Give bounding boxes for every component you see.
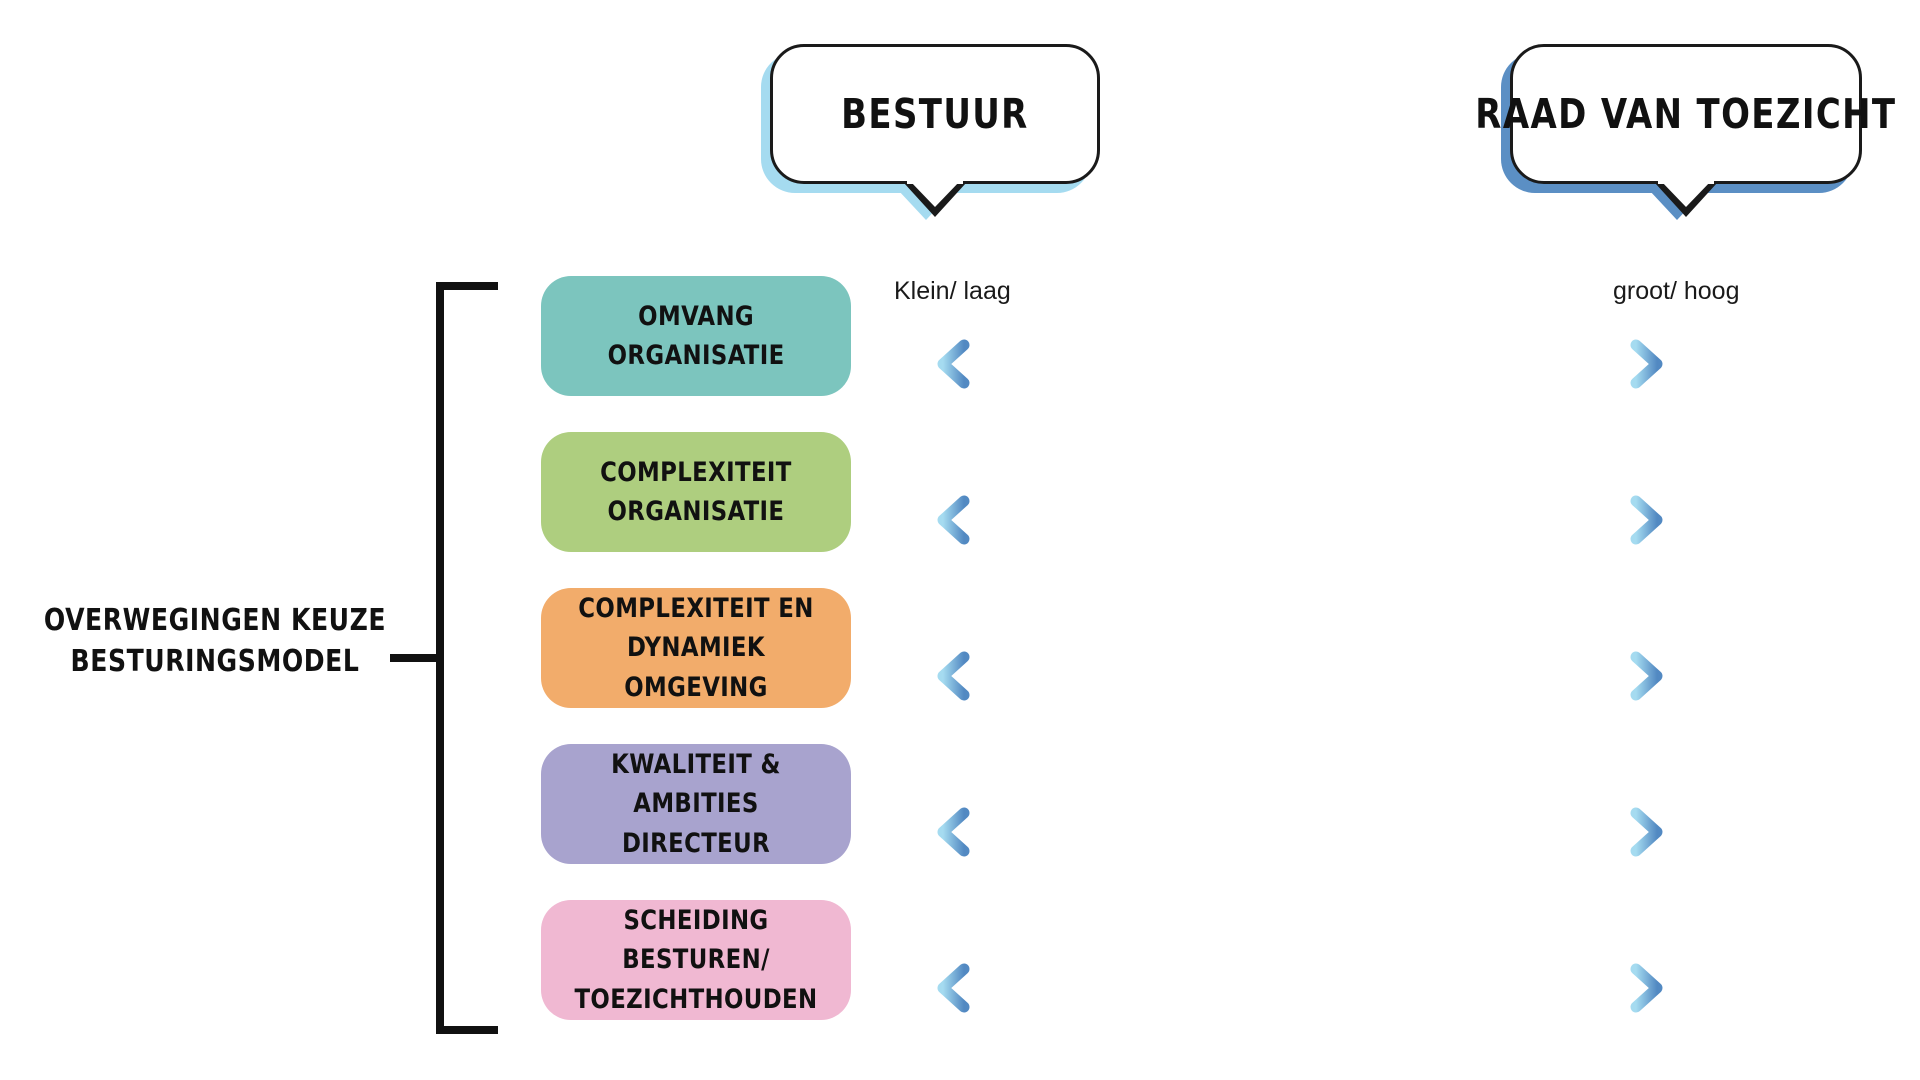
bubble-raad-van-toezicht-tail-fill [1661,181,1711,207]
bubble-raad-van-toezicht-body: RAAD VAN TOEZICHT [1475,44,1895,184]
bubble-bestuur: BESTUUR [761,44,1100,220]
factor-label-line-1: KWALITEIT & AMBITIES [611,749,781,820]
factor-label-scheiding-besturen-toezichthouden: SCHEIDING BESTUREN/ TOEZICHTHOUDEN [560,901,833,1018]
factor-pill-complexiteit-en-dynamiek-omgeving: COMPLEXITEIT EN DYNAMIEK OMGEVING [541,588,851,708]
scale-arrow-complexiteit-organisatie [930,492,1670,548]
factor-pill-kwaliteit-ambities-directeur: KWALITEIT & AMBITIES DIRECTEUR [541,744,851,864]
bubble-bestuur-tail-fill [910,181,960,207]
factor-pill-omvang-organisatie: OMVANG ORGANISATIE [541,276,851,396]
scale-arrow-omvang-organisatie [930,336,1670,392]
scale-arrow-kwaliteit-ambities-directeur [930,804,1670,860]
factor-pill-scheiding-besturen-toezichthouden: SCHEIDING BESTUREN/ TOEZICHTHOUDEN [541,900,851,1020]
factor-label-complexiteit-en-dynamiek-omgeving: COMPLEXITEIT EN DYNAMIEK OMGEVING [560,589,833,706]
bubble-raad-van-toezicht-label: RAAD VAN TOEZICHT [1475,90,1897,138]
factor-label-complexiteit-organisatie: COMPLEXITEIT ORGANISATIE [600,453,792,531]
factor-label-line-1: OMVANG [638,300,754,332]
factor-label-line-1: SCHEIDING BESTUREN/ [622,905,770,976]
scale-arrow-complexiteit-en-dynamiek-omgeving [930,648,1670,704]
factor-label-line-2: ORGANISATIE [607,496,785,527]
bubble-bestuur-tail-cover [907,178,963,184]
bubble-raad-van-toezicht: RAAD VAN TOEZICHT [1475,44,1895,220]
factor-label-kwaliteit-ambities-directeur: KWALITEIT & AMBITIES DIRECTEUR [560,745,833,862]
bracket-bottom-arm [436,1026,498,1034]
factor-label-line-1: COMPLEXITEIT EN [578,593,814,625]
scale-label-right: groot/ hoog [1613,277,1740,305]
scale-arrow-scheiding-besturen-toezichthouden [930,960,1670,1016]
grouping-bracket [390,282,506,1034]
factor-pill-complexiteit-organisatie: COMPLEXITEIT ORGANISATIE [541,432,851,552]
bracket-middle-tick [390,654,442,662]
factor-label-line-2: DIRECTEUR [621,827,771,859]
bubble-bestuur-body: BESTUUR [770,44,1100,184]
factor-label-line-2: TOEZICHTHOUDEN [574,983,818,1015]
factor-label-line-2: DYNAMIEK OMGEVING [624,632,768,703]
bubble-bestuur-label: BESTUUR [841,90,1029,138]
page-title-line-1: OVERWEGINGEN KEUZE [43,603,387,638]
bubble-raad-van-toezicht-tail-cover [1658,178,1714,184]
page-title: OVERWEGINGEN KEUZE BESTURINGSMODEL [43,600,387,683]
factor-label-omvang-organisatie: OMVANG ORGANISATIE [608,297,785,375]
factor-label-line-2: ORGANISATIE [607,340,785,371]
scale-label-left: Klein/ laag [894,277,1011,305]
factor-label-line-1: COMPLEXITEIT [600,456,792,488]
page-title-line-2: BESTURINGSMODEL [70,644,360,680]
bracket-top-arm [436,282,498,290]
